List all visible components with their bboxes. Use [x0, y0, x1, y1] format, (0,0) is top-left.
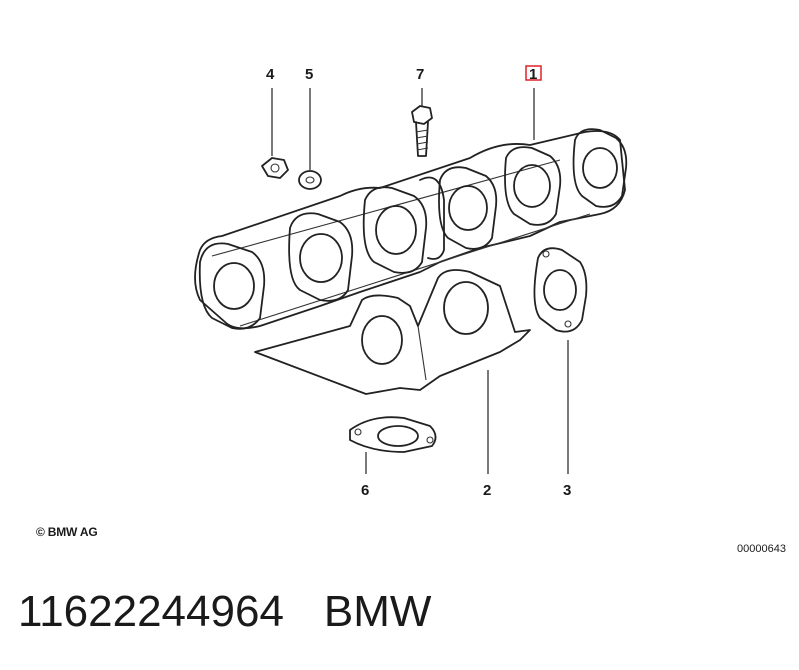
washer[interactable] — [298, 170, 322, 190]
callout-4[interactable]: 4 — [266, 66, 275, 83]
exploded-parts-diagram: 1 2 3 4 5 6 7 — [194, 65, 628, 499]
manifold-flange — [198, 242, 266, 330]
manifold-flange — [504, 146, 562, 226]
callout-highlight — [525, 65, 542, 81]
brand-name: BMW — [323, 587, 432, 636]
manifold-flange — [572, 128, 628, 208]
callout-7[interactable]: 7 — [416, 66, 424, 83]
copyright-notice: © BMW AG — [36, 525, 98, 539]
callout-3[interactable]: 3 — [563, 482, 571, 499]
callout-1[interactable]: 1 — [529, 66, 537, 83]
callout-5[interactable]: 5 — [305, 66, 313, 83]
heat-shield[interactable] — [254, 269, 531, 395]
manifold-gasket[interactable] — [533, 247, 588, 333]
hex-nut[interactable] — [261, 157, 289, 179]
footer-caption: 11622244964 BMW — [18, 586, 431, 638]
flange-gasket[interactable] — [349, 416, 437, 453]
exhaust-manifold[interactable] — [194, 128, 628, 330]
manifold-flange — [288, 212, 354, 302]
part-number: 11622244964 — [18, 587, 284, 636]
callout-6[interactable]: 6 — [361, 482, 369, 499]
figure-number: 00000643 — [737, 543, 786, 555]
manifold-flange — [362, 186, 428, 274]
leader-lines — [271, 88, 569, 474]
hex-bolt[interactable] — [411, 105, 433, 157]
callout-2[interactable]: 2 — [483, 482, 491, 499]
